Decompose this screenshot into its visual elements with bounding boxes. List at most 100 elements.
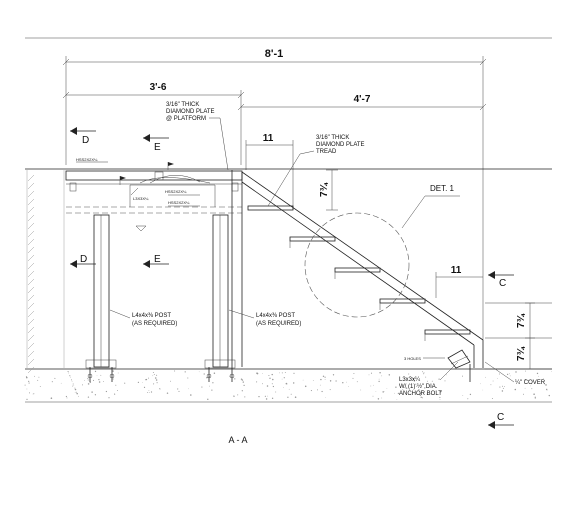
- slab-speckle: [402, 389, 404, 390]
- slab-speckle: [370, 385, 372, 387]
- hatch-line: [27, 190, 35, 198]
- section-marker-d-mid: D: [70, 254, 96, 268]
- dimension-rise-lower-1-label: 7¾: [516, 313, 527, 328]
- section-marker-d-top-label: D: [82, 135, 89, 146]
- slab-speckle: [258, 395, 260, 398]
- slab-speckle: [198, 371, 200, 373]
- slab-speckle: [154, 377, 157, 379]
- slab-speckle: [170, 380, 171, 382]
- slab-speckle: [145, 378, 148, 381]
- section-title: A - A: [228, 435, 247, 445]
- slab-speckle: [346, 381, 347, 383]
- slab-speckle: [499, 386, 501, 388]
- slab-speckle: [509, 375, 511, 377]
- slab-speckle: [310, 390, 312, 392]
- slab-speckle: [87, 377, 89, 379]
- slab-speckle: [272, 378, 274, 381]
- hatch-line: [27, 326, 35, 334]
- slab-speckle: [174, 370, 176, 372]
- slab-speckle: [543, 378, 544, 380]
- note-post-right: L4x4x⅜ POST (AS REQUIRED): [228, 309, 301, 327]
- note-anchor-line-1: L3x3x¼: [399, 377, 421, 383]
- anchor-bolts: [87, 364, 471, 382]
- slab-speckle: [378, 380, 380, 383]
- concrete-slab-fill: [24, 370, 552, 401]
- slab-speckle: [261, 373, 263, 374]
- slab-speckle: [187, 388, 189, 390]
- slab-speckle: [293, 382, 295, 384]
- slab-speckle: [319, 384, 321, 386]
- slab-speckle: [156, 374, 158, 376]
- hatch-line: [27, 238, 35, 246]
- slab-speckle: [360, 389, 362, 391]
- note-anchor: L3x3x¼ W/ (1) ½" DIA. ANCHOR BOLT: [399, 361, 459, 397]
- slab-speckle: [271, 397, 274, 399]
- slab-speckle: [439, 399, 441, 401]
- hatch-line: [27, 254, 35, 262]
- slab-speckle: [352, 377, 354, 379]
- slab-speckle: [418, 389, 420, 391]
- slab-speckle: [439, 396, 441, 399]
- slab-speckle: [534, 397, 537, 399]
- slab-speckle: [543, 383, 545, 385]
- slab-speckle: [546, 389, 548, 391]
- slab-speckle: [324, 376, 326, 378]
- slab-speckle: [69, 375, 71, 377]
- tread: [334, 267, 381, 273]
- slab-speckle: [335, 380, 337, 382]
- slab-speckle: [490, 384, 492, 386]
- slab-speckle: [492, 380, 494, 382]
- section-marker-d-top: D: [70, 127, 96, 146]
- slab-speckle: [424, 387, 426, 389]
- hatch-line: [27, 294, 35, 302]
- slab-speckle: [381, 375, 383, 377]
- slab-speckle: [98, 378, 100, 381]
- slab-speckle: [377, 398, 380, 400]
- slab-speckle: [81, 384, 84, 386]
- slab-speckle: [137, 381, 140, 384]
- stair-stringer: [231, 170, 484, 368]
- dimension-rise-lower: 7¾ 7¾: [485, 302, 552, 370]
- slab-speckle: [98, 381, 101, 383]
- slab-speckle: [372, 384, 374, 386]
- note-diamond-tread-line-3: TREAD: [316, 149, 337, 155]
- slab-speckle: [525, 370, 527, 372]
- slab-speckle: [70, 376, 71, 378]
- slab-speckle: [356, 381, 358, 383]
- note-diamond-platform-line-2: DIAMOND PLATE: [166, 109, 215, 115]
- slab-speckle: [155, 379, 158, 381]
- note-anchor-line-2: W/ (1) ½" DIA.: [399, 383, 438, 390]
- slab-speckle: [446, 374, 447, 376]
- slab-speckle: [370, 372, 373, 374]
- slab-speckle: [281, 372, 283, 374]
- slab-speckle: [114, 393, 116, 395]
- slab-speckle: [329, 389, 331, 391]
- slab-speckle: [148, 390, 150, 391]
- slab-speckle: [508, 373, 510, 375]
- slab-speckle: [256, 381, 258, 383]
- slab-speckle: [233, 395, 235, 396]
- slab-speckle: [233, 395, 235, 398]
- slab-speckle: [286, 383, 288, 385]
- slab-speckle: [515, 371, 517, 373]
- tread: [424, 329, 471, 335]
- slab-speckle: [383, 391, 385, 392]
- slab-speckle: [281, 378, 283, 380]
- section-marker-c-bottom-label: C: [497, 412, 504, 423]
- slab-speckle: [116, 390, 118, 391]
- slab-speckle: [435, 390, 437, 392]
- slab-speckle: [166, 392, 169, 394]
- slab-speckle: [105, 390, 108, 393]
- slab-speckle: [502, 387, 504, 389]
- slab-speckle: [531, 388, 533, 390]
- dimension-rise-upper-label: 7¾: [319, 182, 330, 197]
- slab-speckle: [428, 384, 430, 386]
- slab-speckle: [153, 374, 155, 375]
- slab-speckle: [124, 382, 126, 384]
- slab-speckle: [496, 378, 498, 380]
- slab-speckle: [207, 398, 209, 401]
- slab-speckle: [68, 372, 70, 374]
- slab-speckle: [504, 385, 505, 387]
- slab-speckle: [550, 371, 552, 372]
- slab-speckle: [439, 390, 442, 393]
